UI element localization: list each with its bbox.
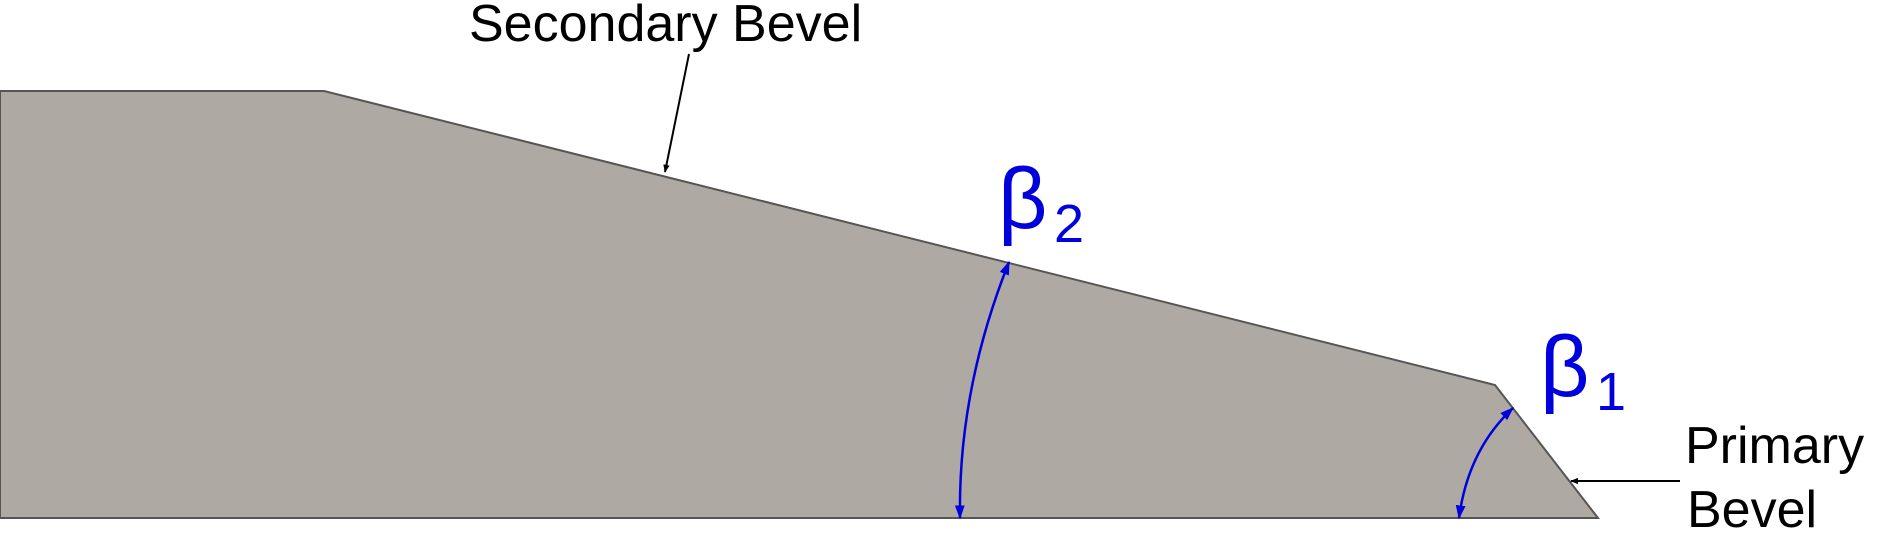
beta1-angle-arc [1455, 407, 1515, 520]
secondary-bevel-leader [663, 53, 690, 173]
beta1-angle-label: β 1 [1540, 319, 1626, 422]
blade-cross-section [0, 90, 1601, 519]
primary-bevel-label-line2: Bevel [1687, 481, 1817, 533]
beta1-subscript: 1 [1596, 362, 1626, 422]
primary-bevel-label-line1: Primary [1685, 417, 1864, 475]
beta2-subscript: 2 [1054, 194, 1084, 254]
beta2-angle-label: β 2 [998, 151, 1084, 254]
beta1-symbol: β [1540, 319, 1589, 415]
beta2-angle-arc [954, 260, 1011, 520]
beta2-symbol: β [998, 151, 1047, 247]
secondary-bevel-label: Secondary Bevel [469, 0, 862, 53]
